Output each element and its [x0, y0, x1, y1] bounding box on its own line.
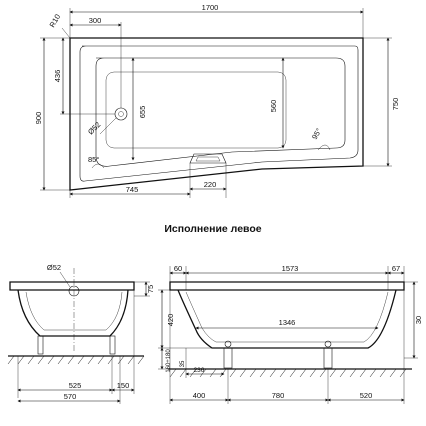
front-view: 60 1573 67 1346 420 160÷180 35 30 236: [158, 264, 423, 404]
side-body: [17, 289, 129, 337]
top-rim: [79, 45, 359, 182]
top-outer-contour: [69, 37, 364, 191]
top-drain: [114, 107, 128, 121]
dim-handle-width: 220: [204, 180, 217, 189]
dim-front-inner-length: 1573: [282, 264, 299, 273]
dim-front-rim-right: 67: [392, 264, 400, 273]
dim-front-foot-right: 520: [360, 391, 373, 400]
dim-side-leg-1: 525: [69, 381, 82, 390]
dim-front-height: 420: [166, 314, 175, 327]
dim-inner-height-left: 655: [138, 106, 147, 119]
side-leg-left: [37, 335, 44, 355]
side-view: Ø52 75 525 150 570: [7, 263, 155, 404]
dim-drain-to-edge: 436: [53, 70, 62, 83]
front-leg-left: [223, 347, 233, 369]
side-drain: [68, 285, 80, 297]
dim-front-bottom-length: 1346: [279, 318, 296, 327]
dim-side-leg-2: 150: [117, 381, 130, 390]
dim-drain-offset: 300: [89, 16, 102, 25]
dim-inner-height-right: 560: [269, 100, 278, 113]
dim-overall-length: 1700: [202, 3, 219, 12]
dim-side-base: 570: [64, 392, 77, 401]
dim-front-leg-offset: 236: [194, 367, 205, 374]
dim-corner-radius: R10: [47, 13, 62, 29]
dim-front-leg-base: 35: [180, 360, 186, 367]
top-view: 1700 300 R10 900 436 655 560 750 Ø52 85°: [34, 3, 400, 198]
drawing-caption: Исполнение левое: [164, 223, 261, 235]
side-rim: [9, 281, 135, 291]
dim-angle-left: 85°: [88, 155, 99, 164]
front-body: [177, 289, 397, 349]
dim-side-drain-diameter: Ø52: [47, 263, 61, 272]
dim-left-height: 900: [34, 112, 43, 125]
top-handle: [189, 153, 227, 164]
dim-bottom-left: 745: [126, 185, 139, 194]
dim-side-depth: 75: [146, 285, 155, 293]
top-bottom-area: [105, 71, 287, 149]
front-rim: [169, 281, 405, 291]
dim-front-foot-left: 400: [193, 391, 206, 400]
side-leg-right: [109, 335, 116, 355]
dim-front-rim-left: 60: [174, 264, 182, 273]
dim-front-leg-range: 160÷180: [166, 349, 172, 373]
front-leg-right: [323, 347, 333, 369]
dim-front-foot-middle: 780: [272, 391, 285, 400]
dim-right-height: 750: [391, 98, 400, 111]
dim-front-right-height: 30: [414, 316, 423, 324]
top-basin: [95, 57, 346, 167]
dim-angle-right: 95°: [310, 127, 323, 141]
